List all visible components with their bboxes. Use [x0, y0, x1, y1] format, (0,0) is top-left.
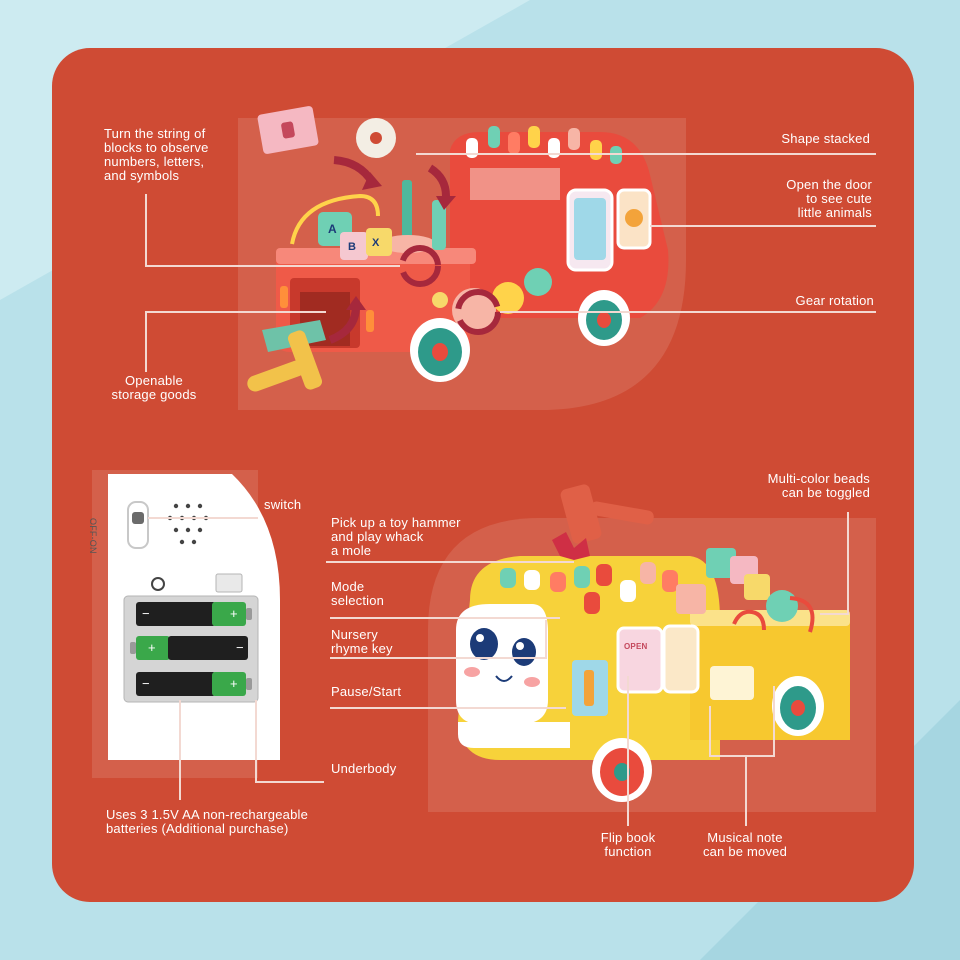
block-letter-b: B: [348, 241, 357, 253]
label-hammer: Pick up a toy hammer and play whack a mo…: [331, 515, 461, 558]
label-storage: Openable storage goods: [111, 373, 197, 402]
block-letter-a: A: [328, 222, 337, 236]
label-open-door: Open the door to see cute little animals: [786, 177, 872, 220]
battery-1-minus: −: [142, 606, 150, 621]
label-beads: Multi-color beads can be toggled: [767, 471, 870, 500]
label-shape-stacked: Shape stacked: [781, 131, 870, 146]
battery-3-plus: +: [230, 676, 238, 691]
label-gear-rotation: Gear rotation: [795, 293, 874, 308]
block-letter-x: X: [372, 237, 380, 249]
battery-cell-3-label: AA: [180, 676, 198, 690]
label-flip-book: Flip book function: [600, 830, 656, 859]
label-switch: switch: [264, 497, 302, 512]
label-string-of-blocks: Turn the string of blocks to observe num…: [104, 126, 209, 183]
battery-2-minus: −: [236, 640, 244, 655]
label-pause-start: Pause/Start: [331, 684, 402, 699]
battery-3-minus: −: [142, 676, 150, 691]
label-musical-note: Musical note can be moved: [702, 830, 788, 859]
label-underbody: Underbody: [331, 761, 397, 776]
battery-2-plus: +: [148, 640, 156, 655]
battery-cell-2-label: AA: [194, 640, 212, 654]
flip-book-label: OPEN: [624, 642, 648, 651]
label-mode-selection: Mode selection: [331, 579, 385, 608]
label-nursery-rhyme: Nursery rhyme key: [331, 627, 393, 656]
switch-text: OFF-ON: [88, 518, 98, 554]
label-batteries: Uses 3 1.5V AA non-rechargeable batterie…: [106, 807, 309, 836]
battery-cell-1-label: AA: [180, 606, 198, 620]
red-truck-toy: [247, 106, 669, 392]
battery-1-plus: +: [230, 606, 238, 621]
